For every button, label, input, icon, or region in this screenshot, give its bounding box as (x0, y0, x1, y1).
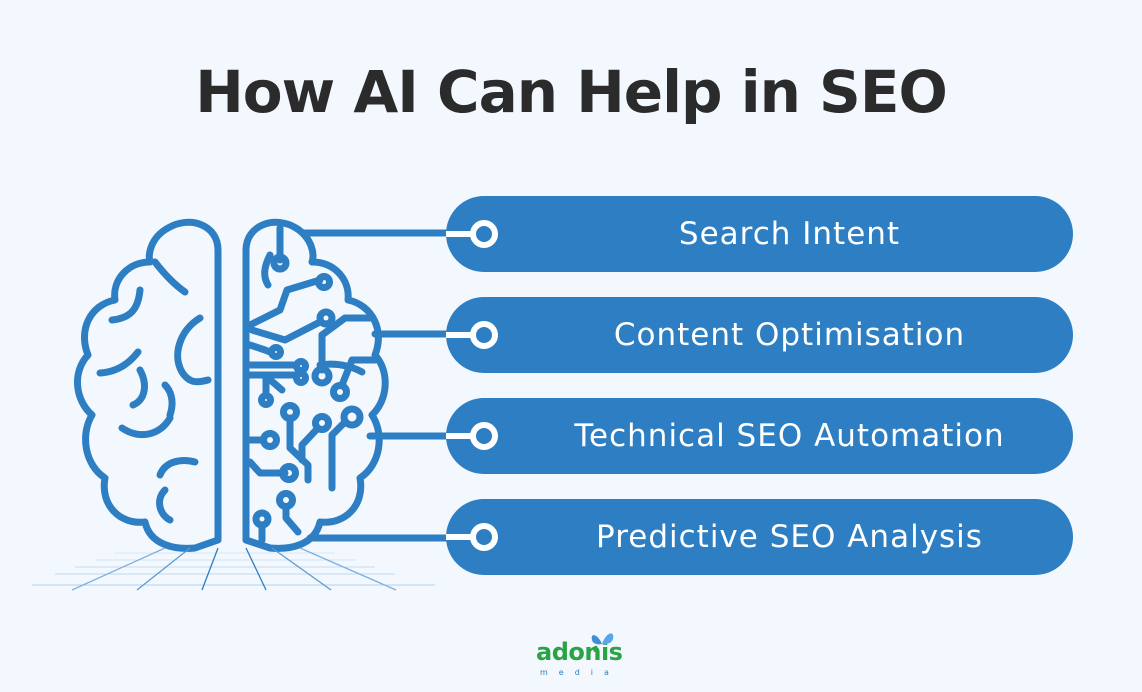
circuit-node-icon (470, 523, 498, 551)
logo-tagline: media (540, 668, 620, 677)
feature-pill-content-optimisation: Content Optimisation (446, 297, 1073, 373)
brand-logo: adonis media (536, 630, 623, 680)
feature-pill-predictive-seo-analysis: Predictive SEO Analysis (446, 499, 1073, 575)
connector-stub (446, 231, 472, 237)
feature-label: Content Optimisation (613, 317, 966, 353)
feature-pill-search-intent: Search Intent (446, 196, 1073, 272)
page-title: How AI Can Help in SEO (195, 58, 948, 126)
connector-stub (446, 433, 472, 439)
circuit-node-icon (470, 321, 498, 349)
butterfly-icon (591, 633, 614, 652)
circuit-node-icon (470, 422, 498, 450)
feature-pill-technical-seo-automation: Technical SEO Automation (446, 398, 1073, 474)
feature-label: Search Intent (678, 216, 901, 252)
feature-label: Technical SEO Automation (574, 418, 1005, 454)
connector-stub (446, 332, 472, 338)
connector-stub (446, 534, 472, 540)
feature-label: Predictive SEO Analysis (596, 519, 983, 555)
brain-circuit-icon (32, 218, 459, 591)
circuit-node-icon (470, 220, 498, 248)
